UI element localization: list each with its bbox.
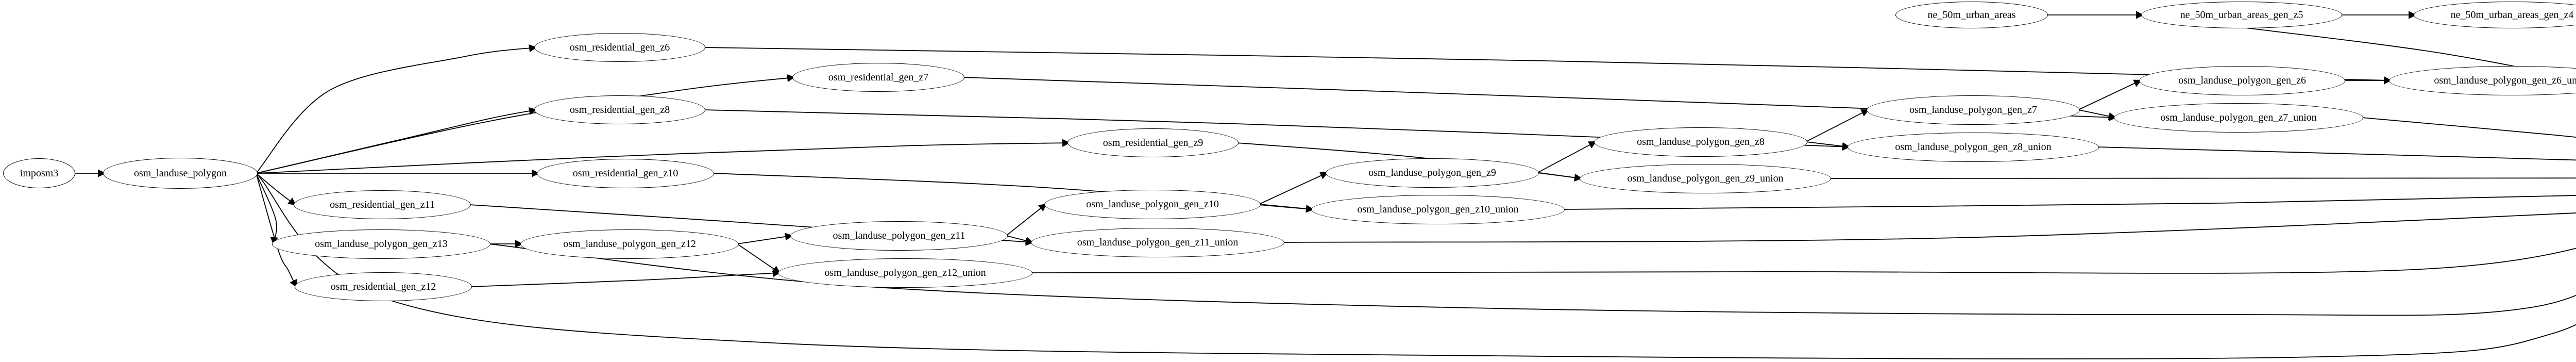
node-osm_landuse_polygon_gen_z10: osm_landuse_polygon_gen_z10 [1044,189,1261,219]
node-label-osm_residential_gen_z6: osm_residential_gen_z6 [569,41,670,53]
node-osm_landuse_polygon_gen_z10_union: osm_landuse_polygon_gen_z10_union [1311,194,1565,224]
node-label-osm_landuse_polygon_gen_z7_union: osm_landuse_polygon_gen_z7_union [2160,111,2317,123]
edge-osm_landuse_polygon_gen_z7-to-osm_landuse_polygon_gen_z6 [2078,79,2142,110]
node-ne_50m_urban_areas_gen_z5: ne_50m_urban_areas_gen_z5 [2141,2,2342,28]
node-label-osm_residential_gen_z10: osm_residential_gen_z10 [572,167,679,179]
edge-osm_residential_gen_z12-to-osm_landuse_polygon_gen_z12_union [470,269,781,287]
node-label-ne_50m_urban_areas_gen_z5: ne_50m_urban_areas_gen_z5 [2180,9,2303,21]
node-label-osm_residential_gen_z11: osm_residential_gen_z11 [330,199,435,210]
node-osm_residential_gen_z7: osm_residential_gen_z7 [792,63,964,92]
node-label-osm_residential_gen_z8: osm_residential_gen_z8 [569,104,670,116]
edge-osm_landuse_polygon_gen_z12-to-osm_landuse_polygon_gen_z12_union [737,243,781,274]
edge-ne_50m_urban_areas_gen_z5-to-layer_landuse.z5 [2241,27,2576,80]
edge-osm_landuse_polygon_gen_z10-to-osm_landuse_polygon_gen_z9 [1259,172,1329,205]
node-osm_landuse_polygon_gen_z11_union: osm_landuse_polygon_gen_z11_union [1031,227,1284,257]
edge-osm_landuse_polygon-to-osm_residential_gen_z7 [256,74,795,174]
node-label-osm_landuse_polygon_gen_z11: osm_landuse_polygon_gen_z11 [833,229,965,241]
edge-osm_landuse_polygon_gen_z8-to-osm_landuse_polygon_gen_z7 [1805,109,1870,142]
node-label-osm_landuse_polygon_gen_z8: osm_landuse_polygon_gen_z8 [1637,136,1765,147]
edge-osm_landuse_polygon-to-osm_residential_gen_z9 [256,139,1071,174]
node-osm_landuse_polygon_gen_z6: osm_landuse_polygon_gen_z6 [2139,65,2345,95]
node-osm_landuse_polygon_gen_z7: osm_landuse_polygon_gen_z7 [1867,95,2080,125]
edge-osm_landuse_polygon_gen_z7_union-to-layer_landuse.z7 [2361,117,2576,138]
node-ne_50m_urban_areas_gen_z4: ne_50m_urban_areas_gen_z4 [2414,2,2576,28]
node-label-osm_landuse_polygon_gen_z8_union: osm_landuse_polygon_gen_z8_union [1895,141,2052,153]
edge-osm_landuse_polygon_gen_z11-to-osm_landuse_polygon_gen_z10 [1006,203,1047,236]
node-label-osm_landuse_polygon_gen_z9: osm_landuse_polygon_gen_z9 [1368,167,1496,178]
node-osm_landuse_polygon_gen_z11: osm_landuse_polygon_gen_z11 [790,221,1008,251]
node-label-osm_residential_gen_z7: osm_residential_gen_z7 [828,71,929,83]
node-osm_landuse_polygon_gen_z6_union: osm_landuse_polygon_gen_z6_union [2389,65,2576,95]
node-osm_residential_gen_z9: osm_residential_gen_z9 [1067,128,1239,157]
edge-osm_landuse_polygon_gen_z11_union-to-layer_landuse.z11 [1282,212,2576,243]
node-label-osm_residential_gen_z12: osm_residential_gen_z12 [330,281,436,292]
node-label-imposm3: imposm3 [20,167,59,179]
edge-osm_landuse_polygon_gen_z12_union-to-layer_landuse.z12 [1030,248,2576,274]
node-osm_landuse_polygon: osm_landuse_polygon [103,158,258,189]
node-osm_landuse_polygon_gen_z8: osm_landuse_polygon_gen_z8 [1594,127,1807,157]
edge-osm_residential_gen_z9-to-osm_landuse_polygon_gen_z9_union [1236,142,1583,182]
node-osm_landuse_polygon_gen_z12_union: osm_landuse_polygon_gen_z12_union [778,258,1032,288]
node-label-osm_landuse_polygon_gen_z9_union: osm_landuse_polygon_gen_z9_union [1627,172,1784,184]
edge-osm_landuse_polygon-to-layer_landuse.z14+ [256,173,2576,359]
edge-osm_landuse_polygon_gen_z12-to-osm_landuse_polygon_gen_z11 [737,233,793,244]
node-osm_residential_gen_z6: osm_residential_gen_z6 [534,33,705,62]
edge-osm_landuse_polygon_gen_z9-to-osm_landuse_polygon_gen_z8 [1537,141,1597,173]
node-osm_residential_gen_z8: osm_residential_gen_z8 [534,95,705,124]
node-label-osm_residential_gen_z9: osm_residential_gen_z9 [1103,137,1204,149]
edge-osm_landuse_polygon-to-osm_residential_gen_z12 [256,173,297,288]
node-osm_residential_gen_z11: osm_residential_gen_z11 [294,190,471,219]
node-osm_residential_gen_z10: osm_residential_gen_z10 [537,158,714,188]
edge-osm_landuse_polygon-to-osm_residential_gen_z6 [256,44,537,174]
node-imposm3: imposm3 [3,158,75,188]
node-label-osm_landuse_polygon_gen_z12_union: osm_landuse_polygon_gen_z12_union [824,267,986,278]
node-osm_landuse_polygon_gen_z9_union: osm_landuse_polygon_gen_z9_union [1580,163,1831,193]
node-osm_residential_gen_z12: osm_residential_gen_z12 [295,272,472,301]
node-osm_landuse_polygon_gen_z8_union: osm_landuse_polygon_gen_z8_union [1848,132,2099,162]
node-label-ne_50m_urban_areas_gen_z4: ne_50m_urban_areas_gen_z4 [2450,9,2574,21]
node-label-osm_landuse_polygon_gen_z6_union: osm_landuse_polygon_gen_z6_union [2434,74,2576,86]
edge-osm_landuse_polygon-to-osm_residential_gen_z8 [256,107,537,174]
node-osm_landuse_polygon_gen_z12: osm_landuse_polygon_gen_z12 [520,229,739,259]
node-osm_landuse_polygon_gen_z13: osm_landuse_polygon_gen_z13 [272,229,490,259]
node-label-osm_landuse_polygon_gen_z10_union: osm_landuse_polygon_gen_z10_union [1357,203,1519,215]
node-ne_50m_urban_areas: ne_50m_urban_areas [1895,2,2048,28]
edge-osm_landuse_polygon_gen_z8-to-osm_landuse_polygon_gen_z8_union [1805,141,1851,151]
node-label-osm_landuse_polygon_gen_z10: osm_landuse_polygon_gen_z10 [1086,198,1219,210]
node-osm_landuse_polygon_gen_z7_union: osm_landuse_polygon_gen_z7_union [2114,103,2363,133]
edge-osm_landuse_polygon_gen_z8_union-to-layer_landuse.z8 [2097,146,2576,161]
node-label-osm_landuse_polygon_gen_z7: osm_landuse_polygon_gen_z7 [1909,104,2037,116]
edge-osm_landuse_polygon_gen_z10_union-to-layer_landuse.z10 [1563,195,2576,210]
node-label-osm_landuse_polygon_gen_z6: osm_landuse_polygon_gen_z6 [2178,74,2306,86]
node-label-osm_landuse_polygon_gen_z13: osm_landuse_polygon_gen_z13 [315,238,448,250]
node-label-osm_landuse_polygon_gen_z11_union: osm_landuse_polygon_gen_z11_union [1077,236,1239,248]
node-label-osm_landuse_polygon: osm_landuse_polygon [134,167,227,179]
node-osm_landuse_polygon_gen_z9: osm_landuse_polygon_gen_z9 [1326,158,1539,188]
node-label-ne_50m_urban_areas: ne_50m_urban_areas [1927,9,2016,21]
node-label-osm_landuse_polygon_gen_z12: osm_landuse_polygon_gen_z12 [563,238,696,250]
edge-osm_landuse_polygon-to-osm_residential_gen_z11 [256,173,296,206]
